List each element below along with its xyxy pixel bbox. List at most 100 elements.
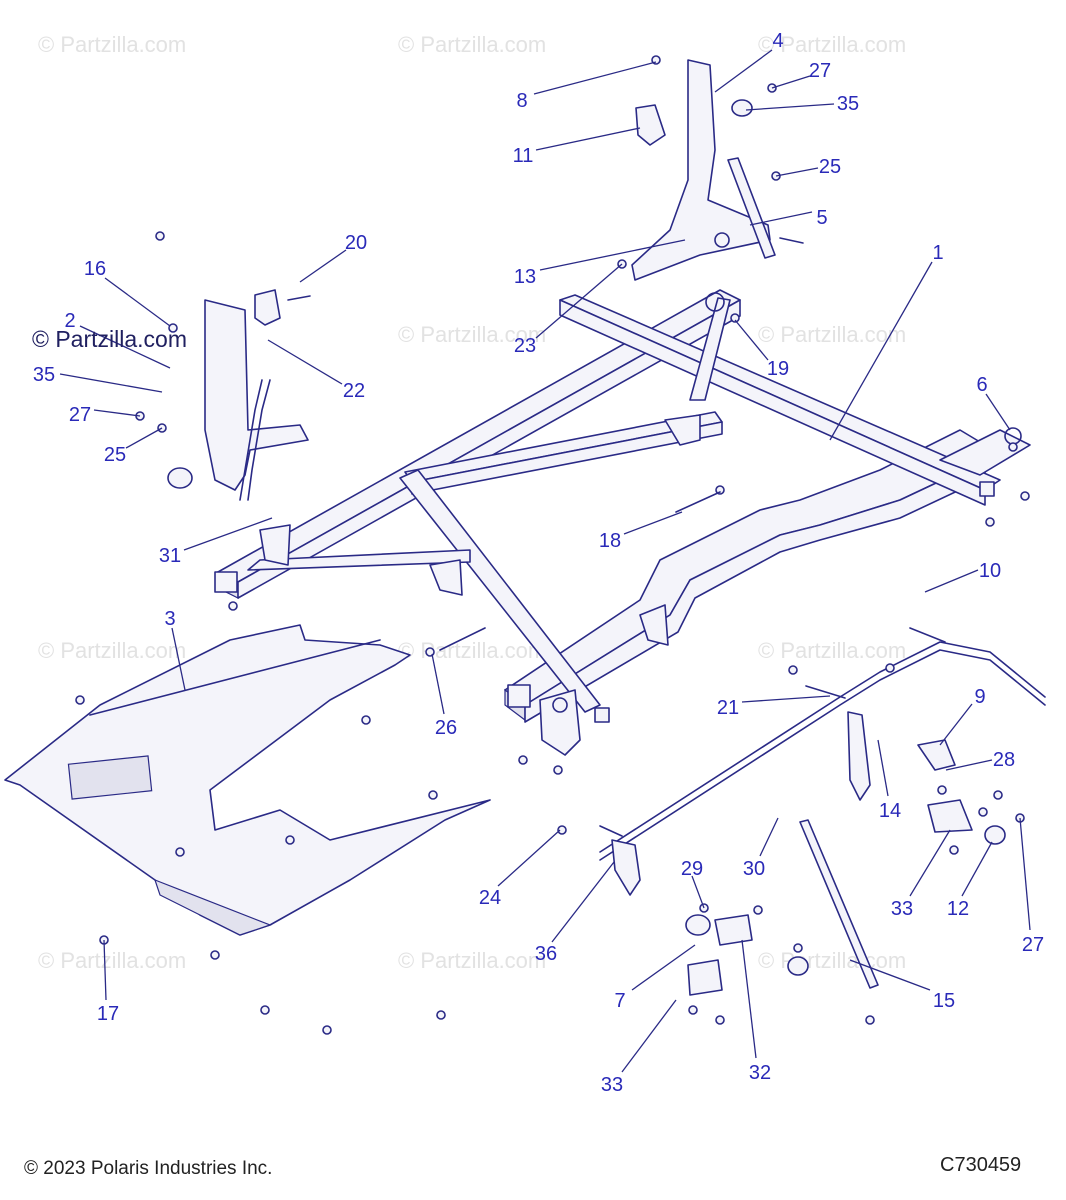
frame-assembly (214, 289, 1031, 756)
left-bulkhead-plate (167, 289, 309, 501)
leader-line (829, 261, 933, 441)
callout-17: 17 (97, 1003, 119, 1025)
leader-line (79, 325, 171, 369)
fastener (557, 825, 567, 835)
rear-bulkhead-plate (631, 59, 776, 281)
leader-line (539, 239, 686, 271)
leader-line (849, 959, 931, 991)
fastener (688, 1005, 698, 1015)
leader-line (497, 829, 561, 887)
fastener (210, 950, 220, 960)
callout-28: 28 (993, 749, 1015, 771)
bolt (909, 627, 946, 643)
callout-7: 7 (614, 990, 625, 1012)
callout-30: 30 (743, 858, 765, 880)
fastener (865, 1015, 875, 1025)
leader-line (741, 695, 831, 703)
watermark-faint: © Partzilla.com (758, 32, 906, 57)
watermark-primary: © Partzilla.com (32, 326, 187, 352)
callout-numbers: 1234567891011121314151617181920212223242… (33, 30, 1044, 1096)
callout-10: 10 (979, 560, 1001, 582)
watermark-layer: © Partzilla.com © Partzilla.com © Partzill… (38, 32, 906, 973)
fastener (175, 847, 185, 857)
callout-21: 21 (717, 697, 739, 719)
leader-line (171, 627, 186, 691)
watermark-faint: © Partzilla.com (758, 948, 906, 973)
bolt (439, 627, 486, 651)
bolt (675, 491, 721, 513)
callout-35: 35 (837, 93, 859, 115)
leader-line (103, 939, 107, 1001)
watermark-faint: © Partzilla.com (398, 32, 546, 57)
callout-3: 3 (164, 608, 175, 630)
callout-27: 27 (809, 60, 831, 82)
callout-13: 13 (514, 266, 536, 288)
leader-line (59, 373, 163, 393)
fastener (518, 755, 528, 765)
leader-line (775, 167, 819, 177)
fastener (993, 790, 1003, 800)
fastener (228, 601, 238, 611)
callout-22: 22 (343, 380, 365, 402)
callout-9: 9 (974, 686, 985, 708)
leader-line (691, 875, 705, 909)
callout-11: 11 (513, 145, 534, 167)
fastener (788, 665, 798, 675)
callout-24: 24 (479, 887, 501, 909)
leader-line (909, 829, 951, 897)
leader-line (939, 703, 973, 746)
copyright-notice: © 2023 Polaris Industries Inc. (24, 1158, 273, 1179)
leader-lines (59, 49, 1031, 1073)
skid-plate (4, 624, 491, 936)
callout-29: 29 (681, 858, 703, 880)
leader-line (749, 211, 813, 226)
fastener (793, 943, 803, 953)
leader-line (877, 739, 889, 797)
leader-line (714, 49, 773, 93)
fastener (436, 1010, 446, 1020)
leader-line (745, 103, 835, 111)
leader-line (535, 263, 623, 339)
fastener (285, 835, 295, 845)
fastener (715, 485, 725, 495)
callout-33: 33 (891, 898, 913, 920)
leader-line (183, 517, 273, 551)
fastener (985, 517, 995, 527)
leader-line (771, 75, 811, 89)
watermark-faint: © Partzilla.com (398, 638, 546, 663)
fastener (730, 313, 740, 323)
bolt (287, 295, 311, 301)
leader-line (551, 861, 615, 943)
watermark-faint: © Partzilla.com (38, 638, 186, 663)
watermark-faint: © Partzilla.com (758, 322, 906, 347)
callout-26: 26 (435, 717, 457, 739)
callout-5: 5 (816, 207, 827, 229)
callout-12: 12 (947, 898, 969, 920)
callout-36: 36 (535, 943, 557, 965)
callout-1: 1 (932, 242, 943, 264)
leader-line (961, 841, 993, 897)
leader-line (299, 249, 347, 283)
fastener (1008, 442, 1018, 452)
leader-line (267, 339, 343, 385)
callout-25: 25 (819, 156, 841, 178)
callout-31: 31 (159, 545, 181, 567)
fastener (155, 231, 165, 241)
fastener (168, 323, 178, 333)
leader-line (759, 817, 779, 857)
fastener (322, 1025, 332, 1035)
fastener (978, 807, 988, 817)
fastener (260, 1005, 270, 1015)
callout-23: 23 (514, 335, 536, 357)
leader-line (1019, 817, 1031, 931)
leader-line (945, 759, 993, 771)
fastener (885, 663, 895, 673)
leader-line (741, 939, 757, 1059)
callout-32: 32 (749, 1062, 771, 1084)
fastener (937, 785, 947, 795)
fastener (753, 905, 763, 915)
leader-line (631, 944, 696, 991)
callout-27: 27 (69, 404, 91, 426)
leader-line (623, 511, 683, 535)
